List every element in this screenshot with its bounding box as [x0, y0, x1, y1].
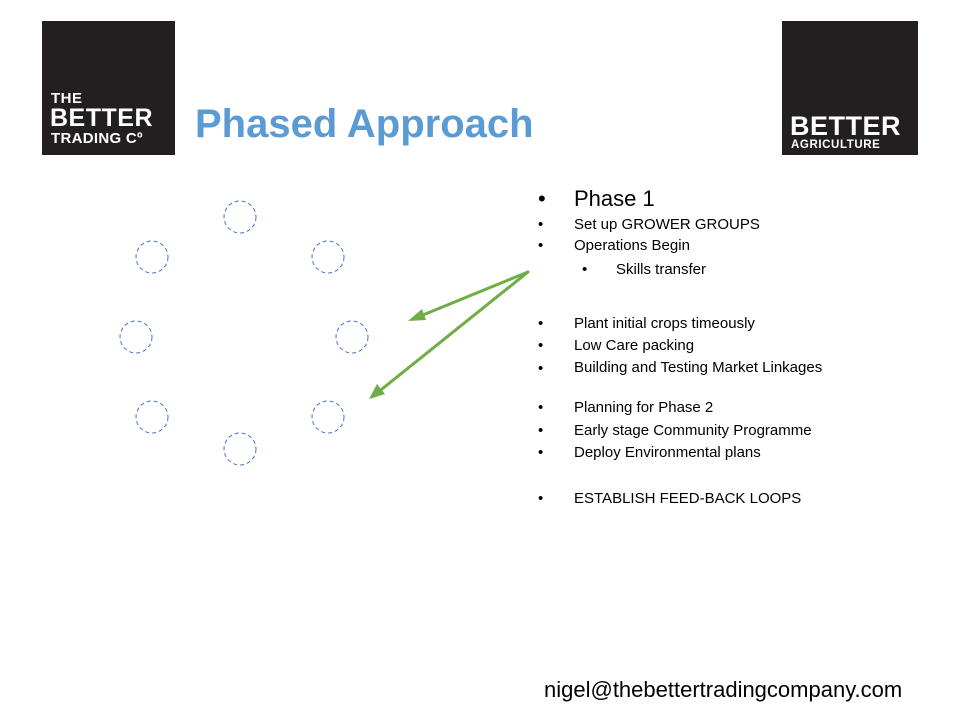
bullet-icon: •: [538, 444, 544, 461]
cycle-circle: [311, 240, 345, 274]
cycle-circles: [119, 200, 369, 466]
arrowhead: [408, 309, 426, 321]
arrow-to-right-circle: [416, 270, 530, 319]
logo-text-agriculture: AGRICULTURE: [791, 139, 881, 151]
arrow-to-lower-circle: [375, 270, 530, 395]
better-agriculture-logo: BETTER AGRICULTURE: [782, 21, 918, 155]
logo-text-better: BETTER: [50, 104, 153, 132]
logo-text-the: THE: [51, 90, 83, 107]
bullet-icon: •: [538, 237, 544, 254]
better-trading-logo: THE BETTER TRADING Cº: [42, 21, 175, 155]
list-item-label: Low Care packing: [574, 337, 695, 354]
cycle-circle: [119, 320, 153, 354]
list-item-label: Early stage Community Programme: [574, 422, 812, 439]
bullet-icon: •: [538, 399, 544, 416]
list-item-label: Operations Begin: [574, 237, 690, 254]
bullet-icon: •: [538, 360, 544, 377]
cycle-circle: [223, 432, 257, 466]
bullet-icon: •: [538, 422, 544, 439]
list-item-label: Plant initial crops timeously: [574, 315, 755, 332]
phase-heading: Phase 1: [574, 186, 655, 211]
pointer-arrows: [369, 270, 530, 399]
list-item-label: Building and Testing Market Linkages: [574, 359, 823, 376]
list-item-label: Planning for Phase 2: [574, 399, 714, 416]
cycle-circle: [335, 320, 369, 354]
cycle-circle: [135, 400, 169, 434]
cycle-circle: [135, 240, 169, 274]
bullet-icon: •: [538, 490, 544, 507]
list-item-label: Skills transfer: [616, 261, 707, 278]
bullet-icon: •: [538, 315, 544, 332]
arrowhead: [369, 384, 385, 399]
bullet-icon: •: [582, 261, 588, 278]
cycle-circle: [311, 400, 345, 434]
list-item-label: Deploy Environmental plans: [574, 444, 761, 461]
logo-text-trading: TRADING Cº: [51, 130, 143, 147]
slide-title: Phased Approach: [195, 102, 534, 146]
bullet-icon: •: [538, 216, 544, 233]
cycle-circle: [223, 200, 257, 234]
contact-email[interactable]: nigel@thebettertradingcompany.com: [544, 677, 903, 702]
bullet-icon: •: [538, 337, 544, 354]
list-item-label: ESTABLISH FEED-BACK LOOPS: [574, 490, 802, 507]
bullet-icon: •: [538, 186, 546, 211]
logo-text-better-right: BETTER: [790, 111, 901, 141]
list-item-label: Set up GROWER GROUPS: [574, 216, 760, 233]
